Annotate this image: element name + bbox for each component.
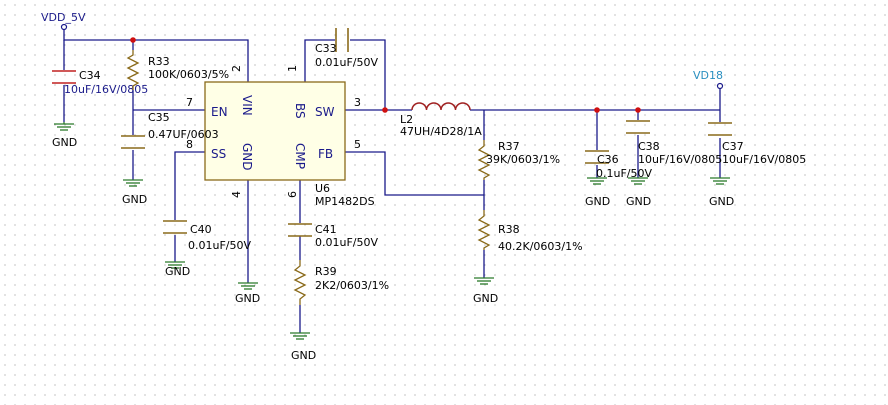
capacitor-c41[interactable]: C41 0.01uF/50V bbox=[288, 223, 378, 249]
pin-label-gnd: GND bbox=[240, 143, 254, 171]
c41-ref: C41 bbox=[315, 223, 337, 236]
power-port-icon bbox=[716, 82, 724, 90]
pin-label-ss: SS bbox=[211, 147, 226, 161]
c35-value: 0.47UF/0603 bbox=[148, 128, 219, 141]
chip-part: MP1482DS bbox=[315, 195, 375, 208]
gnd-label: GND bbox=[709, 195, 734, 208]
pin-number-7: 7 bbox=[186, 96, 193, 109]
c40-ref: C40 bbox=[190, 223, 212, 236]
gnd-label: GND bbox=[585, 195, 610, 208]
vd18-port[interactable]: VD18 bbox=[693, 69, 724, 90]
c37-value: 10uF/16V/0805 bbox=[722, 153, 806, 166]
vdd-5v-port[interactable]: VDD_5V bbox=[41, 11, 86, 31]
gnd-symbol-c37: GND bbox=[709, 177, 734, 208]
chip-ref: U6 bbox=[315, 182, 330, 195]
junction-dot bbox=[635, 107, 641, 113]
resistor-r39[interactable]: R39 2K2/0603/1% bbox=[293, 260, 389, 305]
pin-number-1: 1 bbox=[286, 65, 299, 72]
pin-label-bs: BS bbox=[293, 103, 307, 119]
c34-value: 10uF/16V/0805 bbox=[64, 83, 148, 96]
gnd-label: GND bbox=[122, 193, 147, 206]
capacitor-c40[interactable]: C40 0.01uF/50V bbox=[163, 220, 251, 252]
c38-ref: C38 bbox=[638, 140, 660, 153]
gnd-symbol-c35: GND bbox=[122, 179, 147, 206]
r38-ref: R38 bbox=[498, 223, 520, 236]
pin-number-2: 2 bbox=[230, 65, 243, 72]
junction-dot bbox=[130, 37, 136, 43]
pin-number-3: 3 bbox=[354, 96, 361, 109]
c36-value: 0.1uF/50V bbox=[596, 167, 652, 180]
capacitor-c37[interactable]: C37 10uF/16V/0805 bbox=[708, 122, 806, 166]
r33-ref: R33 bbox=[148, 55, 170, 68]
pin-number-5: 5 bbox=[354, 138, 361, 151]
gnd-label: GND bbox=[165, 265, 190, 278]
pin-label-cmp: CMP bbox=[293, 143, 307, 169]
l2-value: 47UH/4D28/1A bbox=[400, 125, 482, 138]
resistor-r37[interactable]: R37 39K/0603/1% bbox=[477, 140, 560, 180]
gnd-symbol-c40: GND bbox=[165, 261, 190, 278]
pin-label-fb: FB bbox=[318, 147, 333, 161]
gnd-symbol-c34: GND bbox=[52, 122, 77, 149]
power-port-icon bbox=[60, 23, 68, 31]
c33-value: 0.01uF/50V bbox=[315, 56, 378, 69]
gnd-symbol-c38: GND bbox=[626, 177, 651, 208]
c36-ref: C36 bbox=[597, 153, 619, 166]
gnd-label: GND bbox=[291, 349, 316, 362]
capacitor-c33[interactable]: C33 0.01uF/50V bbox=[315, 28, 378, 69]
pin-number-4: 4 bbox=[230, 191, 243, 198]
r39-value: 2K2/0603/1% bbox=[315, 279, 389, 292]
r39-ref: R39 bbox=[315, 265, 337, 278]
chip-u6[interactable]: EN SS BS SW FB VIN GND CMP U6 MP1482DS 1… bbox=[186, 65, 375, 208]
pin-number-8: 8 bbox=[186, 138, 193, 151]
vd18-label: VD18 bbox=[693, 69, 723, 82]
gnd-label: GND bbox=[473, 292, 498, 305]
pin-number-6: 6 bbox=[286, 191, 299, 198]
c35-ref: C35 bbox=[148, 111, 170, 124]
resistor-r38[interactable]: R38 40.2K/0603/1% bbox=[477, 210, 583, 253]
r33-value: 100K/0603/5% bbox=[148, 68, 229, 81]
c37-ref: C37 bbox=[722, 140, 744, 153]
gnd-symbol-c36: GND bbox=[585, 177, 610, 208]
pin-label-sw: SW bbox=[315, 105, 335, 119]
capacitor-c35[interactable]: C35 0.47UF/0603 bbox=[121, 111, 219, 149]
junction-dot bbox=[382, 107, 388, 113]
pin-label-en: EN bbox=[211, 105, 228, 119]
capacitor-c38[interactable]: C38 10uF/16V/0805 bbox=[626, 120, 722, 166]
r37-value: 39K/0603/1% bbox=[486, 153, 560, 166]
c41-value: 0.01uF/50V bbox=[315, 236, 378, 249]
c38-value: 10uF/16V/0805 bbox=[638, 153, 722, 166]
inductor-l2[interactable]: L2 47UH/4D28/1A bbox=[400, 102, 482, 138]
r37-ref: R37 bbox=[498, 140, 520, 153]
chip-body bbox=[204, 81, 346, 181]
c40-value: 0.01uF/50V bbox=[188, 239, 251, 252]
junction-dot bbox=[594, 107, 600, 113]
gnd-symbol-u6: GND bbox=[235, 282, 260, 305]
gnd-symbol-r38: GND bbox=[473, 277, 498, 305]
gnd-label: GND bbox=[626, 195, 651, 208]
gnd-label: GND bbox=[235, 292, 260, 305]
r38-value: 40.2K/0603/1% bbox=[498, 240, 583, 253]
c33-ref: C33 bbox=[315, 42, 337, 55]
capacitor-c34[interactable]: C34 10uF/16V/0805 bbox=[52, 69, 148, 96]
pin-label-vin: VIN bbox=[240, 95, 254, 116]
vdd-5v-label: VDD_5V bbox=[41, 11, 86, 24]
resistor-r33[interactable]: R33 100K/0603/5% bbox=[126, 50, 229, 90]
gnd-label: GND bbox=[52, 136, 77, 149]
junctions bbox=[130, 37, 641, 113]
capacitor-c36[interactable]: C36 0.1uF/50V bbox=[585, 150, 652, 180]
gnd-symbol-r39: GND bbox=[290, 332, 316, 362]
l2-ref: L2 bbox=[400, 113, 413, 126]
c34-ref: C34 bbox=[79, 69, 101, 82]
